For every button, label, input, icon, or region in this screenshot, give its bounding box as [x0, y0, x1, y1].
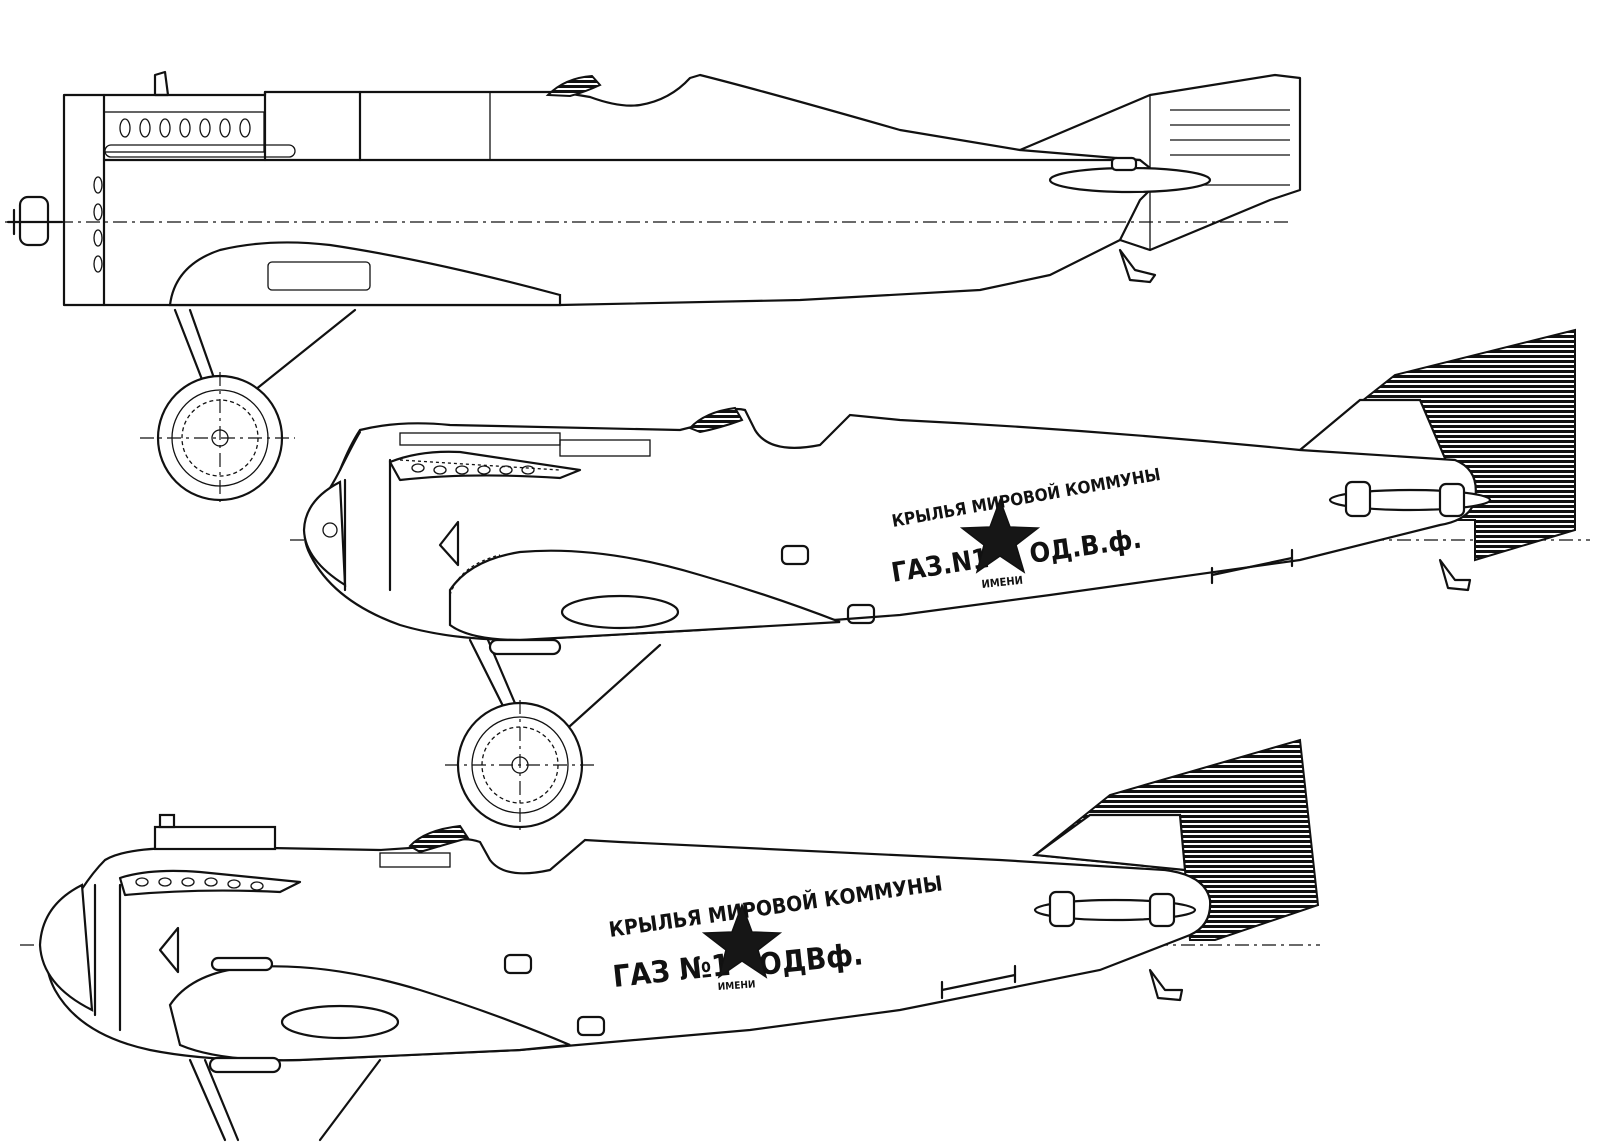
handhold: [503, 953, 533, 975]
propeller-hub: [6, 195, 64, 247]
marking-line2-small: ИМЕНИ: [717, 979, 755, 993]
windscreen-side-1: [688, 406, 744, 434]
exhaust-box: [153, 825, 277, 851]
spinner-lower: [38, 883, 94, 1012]
handhold: [780, 544, 810, 566]
handhold: [846, 603, 876, 625]
marking-line2-small: ИМЕНИ: [981, 574, 1024, 591]
tail-skid-side-1: [1438, 558, 1472, 592]
windscreen-side-2: [408, 824, 470, 854]
wing-top-view: [168, 241, 562, 307]
handhold: [576, 1015, 606, 1037]
windscreen-top: [545, 74, 602, 98]
red-star-emblem: [701, 902, 783, 979]
tail-skid-side-2: [1148, 968, 1184, 1002]
side-view-1: КРЫЛЬЯ МИРОВОЙ КОММУНЫ ГАЗ.N1 ИМЕНИ ОД.В…: [290, 328, 1590, 830]
red-star-emblem: [959, 497, 1041, 574]
top-view: [5, 70, 1302, 505]
engine-cowl-louvres: [103, 111, 296, 158]
tail-top-view: [1018, 73, 1302, 252]
fuselage-top-outline: [102, 73, 1152, 307]
main-wheel-side-1: [445, 700, 595, 830]
side-view-2: КРЫЛЬЯ МИРОВОЙ КОММУНЫ ГАЗ №1 ИМЕНИ ОДВф…: [20, 738, 1320, 1142]
main-wheel-top: [140, 372, 295, 505]
tail-skid-top: [1118, 248, 1157, 284]
